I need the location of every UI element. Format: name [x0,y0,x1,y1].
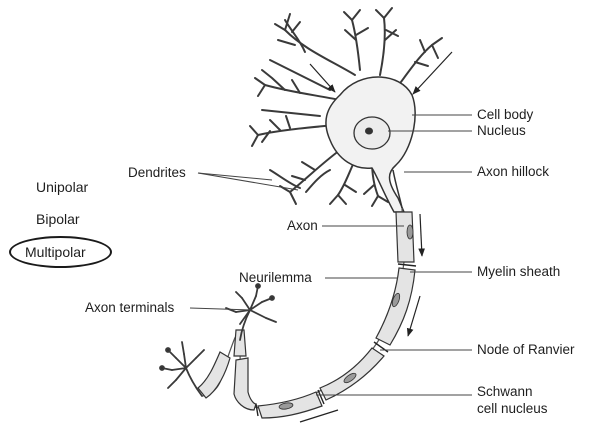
label-myelin-sheath: Myelin sheath [477,264,560,280]
leader-dendrites-b [198,173,298,190]
label-nucleus: Nucleus [477,123,526,139]
nucleolus [365,128,373,135]
label-axon-hillock: Axon hillock [477,164,549,180]
label-schwann-line2: cell nucleus [477,401,548,417]
arrow-axon-down [420,214,422,256]
myelin-sheath [198,212,415,418]
label-node-of-ranvier: Node of Ranvier [477,342,575,358]
neuron-type-unipolar: Unipolar [36,179,88,195]
label-dendrites: Dendrites [128,165,186,181]
label-axon: Axon [287,218,318,234]
axon [202,208,404,408]
arrow-axon-along [408,296,420,336]
arrow-dendrite-to-body [310,64,335,92]
neuron-type-bipolar: Bipolar [36,211,80,227]
neuron-type-multipolar: Multipolar [25,244,86,260]
label-neurilemma: Neurilemma [239,270,312,286]
label-schwann-line1: Schwann [477,384,533,400]
leader-axon-terminals [190,308,252,310]
label-axon-terminals: Axon terminals [85,300,174,316]
label-cell-body: Cell body [477,107,533,123]
